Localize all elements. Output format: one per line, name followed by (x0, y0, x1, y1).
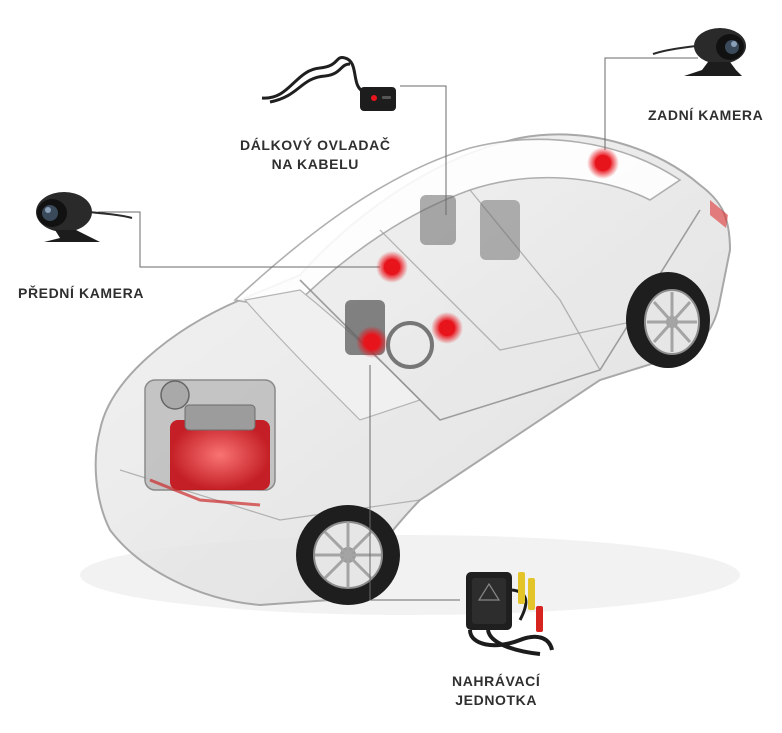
leader-recorder (369, 365, 460, 601)
rear-camera-icon (652, 28, 746, 76)
engine (144, 379, 276, 507)
label-remote-line1: DÁLKOVÝ OVLADAČ (240, 137, 391, 153)
leader-remote (400, 85, 447, 215)
label-rear-camera: ZADNÍ KAMERA (648, 106, 763, 125)
label-front-camera: PŘEDNÍ KAMERA (18, 284, 144, 303)
label-remote-line2: NA KABELU (271, 156, 359, 172)
front-wheel (296, 505, 400, 605)
markers (356, 147, 619, 358)
recorder-unit-icon (466, 572, 554, 656)
rear-wheel (626, 272, 710, 368)
label-recorder: NAHRÁVACÍ JEDNOTKA (452, 672, 540, 710)
car-illustration (80, 133, 740, 615)
wired-remote-icon (261, 56, 396, 111)
label-recorder-line1: NAHRÁVACÍ (452, 673, 541, 689)
leader-lines (98, 57, 698, 601)
front-camera-icon (36, 192, 133, 242)
label-recorder-line2: JEDNOTKA (455, 692, 538, 708)
leader-rear-camera (604, 57, 698, 150)
leader-front-camera (98, 211, 380, 268)
label-rear-camera-text: ZADNÍ KAMERA (648, 107, 764, 123)
label-front-camera-text: PŘEDNÍ KAMERA (18, 285, 145, 301)
label-remote: DÁLKOVÝ OVLADAČ NA KABELU (240, 136, 391, 174)
